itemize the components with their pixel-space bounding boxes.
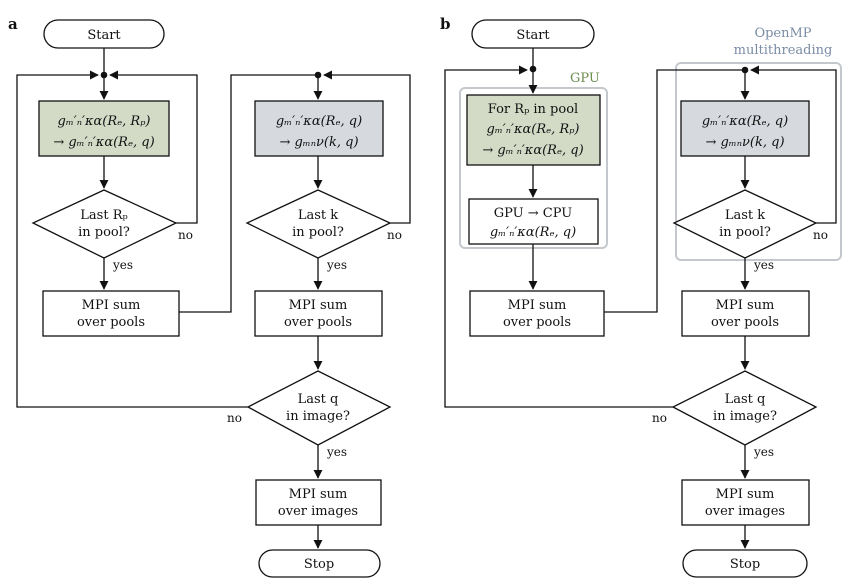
panel-a-letter: a: [8, 15, 18, 33]
yes-label: yes: [753, 258, 774, 272]
panel-a: [16, 48, 411, 549]
mpi-sum-images-line2: over images: [705, 504, 785, 519]
process-box-rp-line2: gₘ′ₙ′κα(Rₑ, Rₚ): [487, 122, 580, 137]
decision-last-q-line2: in image?: [713, 409, 777, 424]
decision-last-k: [672, 189, 818, 259]
no-label: no: [227, 411, 242, 425]
yes-label: yes: [112, 258, 133, 272]
decision-last-k-line1: Last k: [725, 208, 765, 223]
process-box-k: [680, 100, 810, 157]
decision-last-q: [246, 370, 392, 446]
mpi-sum-images-box: [255, 479, 382, 526]
start-terminal: [471, 19, 595, 49]
mpi-sum-pools-box: [254, 290, 383, 337]
mpi-sum-pools-line2: over pools: [711, 315, 779, 330]
junction-dot: [529, 65, 537, 73]
stop-terminal: [682, 549, 808, 578]
decision-last-rp-line1: Last Rₚ: [80, 208, 127, 223]
process-box-rp-line2: → gₘ′ₙ′κα(Rₑ, q): [53, 135, 154, 150]
gpu-cpu-transfer-line2: gₘ′ₙ′κα(Rₑ, q): [490, 225, 576, 240]
start-terminal: [43, 19, 165, 49]
yes-label: yes: [326, 445, 347, 459]
decision-last-q-line1: Last q: [298, 392, 339, 407]
stop-label: Stop: [304, 557, 334, 572]
process-box-rp-line3: → gₘ′ₙ′κα(Rₑ, q): [482, 143, 583, 158]
openmp-region: [675, 62, 842, 261]
decision-last-q-line1: Last q: [725, 392, 766, 407]
process-box-rp: [466, 94, 601, 166]
decision-last-rp-line2: in pool?: [78, 225, 130, 240]
decision-last-k-line2: in pool?: [292, 225, 344, 240]
no-label: no: [178, 228, 193, 242]
mpi-sum-pools-line1: MPI sum: [289, 298, 348, 313]
mpi-sum-pools-box: [42, 290, 180, 337]
no-label: no: [652, 411, 667, 425]
panel-b: [444, 48, 837, 549]
no-label: no: [387, 228, 402, 242]
junction-dot: [100, 71, 108, 79]
start-label: Start: [87, 28, 121, 43]
gpu-cpu-transfer-box: [468, 198, 599, 245]
process-box-rp-line1: For Rₚ in pool: [488, 102, 578, 117]
decision-last-q-line2: in image?: [286, 409, 350, 424]
decision-last-rp: [31, 189, 178, 259]
openmp-label-line2: multithreading: [734, 43, 833, 58]
process-box-k-line1: gₘ′ₙ′κα(Rₑ, q): [702, 114, 788, 129]
decision-last-k: [245, 189, 392, 259]
mpi-sum-pools-line2: over pools: [77, 315, 145, 330]
process-box-k-line1: gₘ′ₙ′κα(Rₑ, q): [276, 114, 362, 129]
mpi-sum-images-line1: MPI sum: [716, 487, 775, 502]
mpi-sum-pools-line2: over pools: [503, 315, 571, 330]
yes-label: yes: [326, 258, 347, 272]
process-box-rp: [38, 100, 170, 157]
process-box-rp-line1: gₘ′ₙ′κα(Rₑ, Rₚ): [58, 114, 151, 129]
openmp-label-line1: OpenMP: [754, 26, 811, 41]
mpi-sum-pools-line1: MPI sum: [716, 298, 775, 313]
mpi-sum-pools-box: [469, 290, 605, 337]
yes-label: yes: [753, 445, 774, 459]
process-box-k: [254, 100, 384, 157]
mpi-sum-pools-line1: MPI sum: [508, 298, 567, 313]
junction-dot: [314, 71, 322, 79]
junction-dot: [741, 66, 749, 74]
mpi-sum-images-line2: over images: [278, 504, 358, 519]
mpi-sum-images-box: [681, 479, 810, 526]
stop-terminal: [258, 549, 381, 578]
decision-last-k-line1: Last k: [298, 208, 338, 223]
mpi-sum-pools-line1: MPI sum: [82, 298, 141, 313]
gpu-cpu-transfer-line1: GPU → CPU: [494, 206, 572, 221]
process-box-k-line2: → gₘₙν(k, q): [705, 135, 784, 150]
decision-last-q: [671, 370, 818, 446]
panel-b-letter: b: [440, 15, 451, 33]
mpi-sum-pools-line2: over pools: [284, 315, 352, 330]
stop-label: Stop: [730, 557, 760, 572]
no-label: no: [813, 228, 828, 242]
gpu-region-label: GPU: [570, 71, 600, 86]
mpi-sum-images-line1: MPI sum: [289, 487, 348, 502]
start-label: Start: [516, 28, 550, 43]
decision-last-k-line2: in pool?: [719, 225, 771, 240]
mpi-sum-pools-box: [681, 290, 810, 337]
process-box-k-line2: → gₘₙν(k, q): [279, 135, 358, 150]
